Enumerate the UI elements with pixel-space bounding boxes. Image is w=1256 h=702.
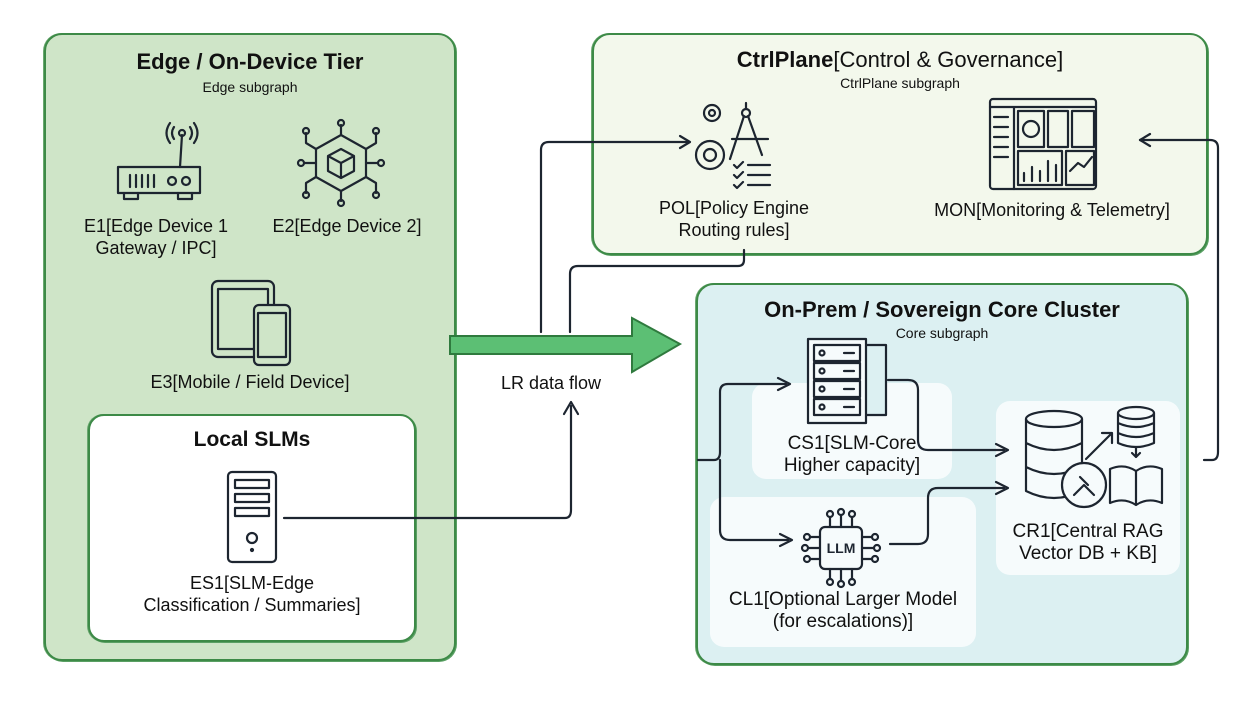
lr-data-flow-arrow (449, 316, 683, 374)
node-e3[interactable]: E3[Mobile / Field Device] (150, 372, 350, 392)
node-pol[interactable]: POL[Policy Engine Routing rules] (658, 198, 810, 240)
core-cluster-subtitle: Core subgraph (895, 325, 989, 341)
llm-chip-icon: LLM (800, 507, 882, 589)
node-cs1[interactable]: CS1[SLM-Core Higher capacity] (783, 433, 921, 476)
lr-data-flow-label: LR data flow (500, 373, 602, 393)
ctrlplane-title: CtrlPlane[Control & Governance] (594, 47, 1206, 73)
ctrlplane-title-bold: CtrlPlane (736, 47, 834, 72)
llm-chip-text: LLM (827, 540, 856, 556)
chip-cube-icon (296, 118, 386, 208)
local-slms-title: Local SLMs (193, 428, 311, 451)
server-tower-icon (226, 470, 278, 564)
node-mon[interactable]: MON[Monitoring & Telemetry] (934, 200, 1170, 220)
tablet-phone-icon (210, 279, 292, 367)
database-book-icon (1024, 405, 1164, 509)
router-icon (116, 121, 202, 201)
ctrlplane-subtitle: CtrlPlane subgraph (840, 75, 960, 91)
edge-tier-title: Edge / On-Device Tier (136, 49, 364, 74)
gears-compass-checklist-icon (694, 101, 772, 190)
ctrlplane-group: CtrlPlane[Control & Governance] CtrlPlan… (592, 33, 1208, 255)
core-cluster-group: On-Prem / Sovereign Core Cluster Core su… (696, 283, 1188, 665)
dashboard-icon (988, 97, 1098, 191)
local-slms-group: Local SLMs ES1[SLM-Edge Classification /… (88, 414, 416, 642)
flow-up-arrowhead (562, 400, 580, 416)
node-e1[interactable]: E1[Edge Device 1 Gateway / IPC] (83, 216, 229, 258)
node-e2[interactable]: E2[Edge Device 2] (272, 216, 422, 236)
core-cluster-title: On-Prem / Sovereign Core Cluster (764, 297, 1120, 322)
edge-tier-subtitle: Edge subgraph (202, 79, 298, 95)
node-es1[interactable]: ES1[SLM-Edge Classification / Summaries] (143, 573, 361, 615)
server-rack-icon (806, 337, 888, 425)
node-cl1[interactable]: CL1[Optional Larger Model (for escalatio… (728, 589, 958, 632)
ctrlplane-title-rest: [Control & Governance] (833, 47, 1064, 72)
node-cr1[interactable]: CR1[Central RAG Vector DB + KB] (1012, 521, 1164, 564)
